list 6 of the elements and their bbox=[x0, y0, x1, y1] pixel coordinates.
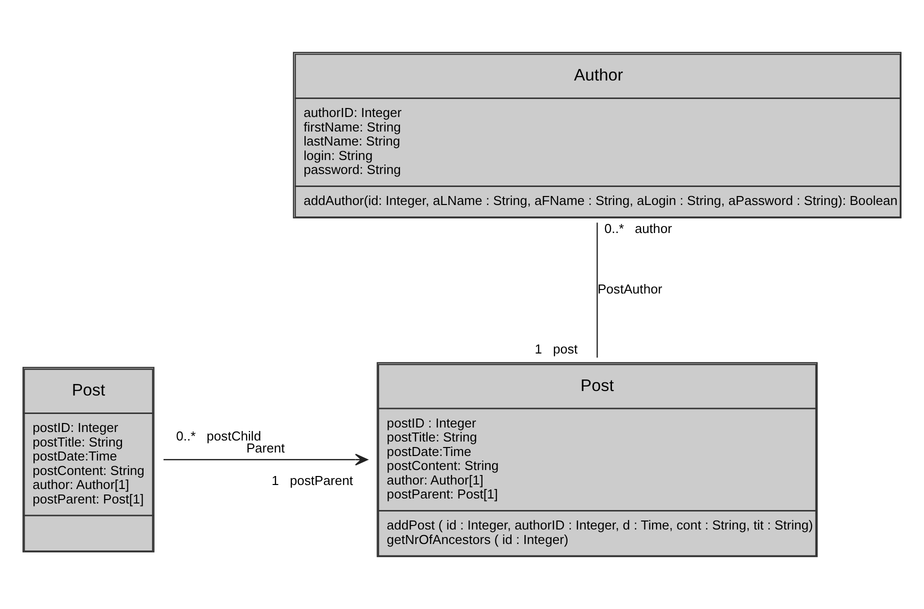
label: 1 post bbox=[534, 342, 578, 357]
label: 0..* author bbox=[604, 221, 672, 236]
label: 1 postParent bbox=[272, 473, 354, 488]
edge-label: PostAuthor bbox=[598, 282, 662, 297]
arrow bbox=[164, 454, 368, 466]
connector bbox=[596, 222, 598, 358]
